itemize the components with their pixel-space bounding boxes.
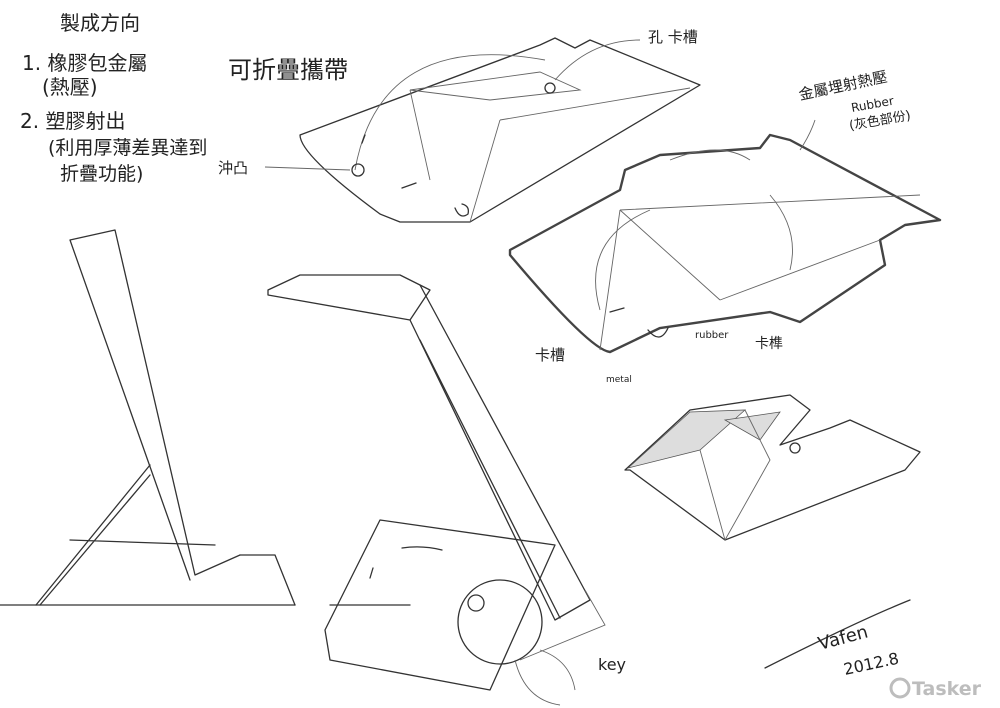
left-stand-drawing	[0, 229, 296, 606]
label-key: key	[598, 655, 626, 674]
label-rubber: rubber	[695, 330, 729, 341]
folded-piece-drawing	[624, 394, 921, 541]
signature-name: Vafen	[816, 621, 870, 654]
signature-date: 2012.8	[842, 649, 901, 679]
right-plate-drawing	[508, 119, 942, 354]
notes-title: 製成方向	[60, 11, 140, 35]
tasker-logo-icon	[889, 677, 911, 699]
middle-stand-drawing	[267, 274, 606, 706]
label-punch: 沖凸	[218, 159, 248, 177]
notes-item1-sub: (熱壓)	[42, 75, 98, 99]
label-tenon: 卡榫	[755, 336, 783, 352]
notes-item1: 1. 橡膠包金屬	[22, 51, 147, 75]
label-slot: 卡槽	[535, 346, 565, 364]
notes-item2: 2. 塑膠射出	[20, 109, 125, 133]
label-metal: metal	[606, 375, 632, 385]
watermark-text: Tasker	[912, 678, 982, 700]
label-hole-slot: 孔 卡槽	[648, 28, 698, 46]
top-plate-drawing	[264, 37, 701, 223]
notes-item2-sub2: 折疊功能)	[60, 163, 143, 185]
signature: Vafen 2012.8	[764, 599, 911, 679]
notes-item2-sub1: (利用厚薄差異達到	[48, 137, 207, 159]
watermark: Tasker	[889, 677, 982, 700]
label-foldable: 可折疊攜帶	[228, 56, 348, 84]
